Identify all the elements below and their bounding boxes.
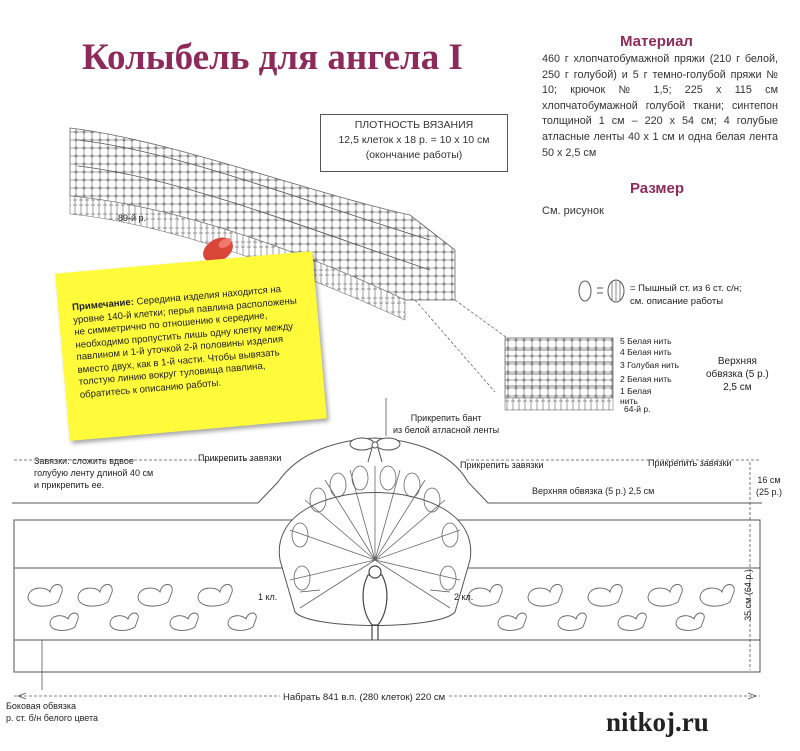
top-edge-label: Верхняя обвязка (5 р.) 2,5 см <box>532 486 655 496</box>
top-border-line-2: обвязка (5 р.) <box>706 369 769 380</box>
top-border-line-1: Верхняя <box>717 356 757 367</box>
ties-note-line-2: голубую ленту длиной 40 см <box>34 468 154 478</box>
watermark: nitkoj.ru <box>606 707 709 737</box>
gauge-value: 12,5 клеток х 18 р. = 10 х 10 см <box>338 134 490 146</box>
ties-note-line-3: и прикрепить ее. <box>34 480 105 490</box>
bow-icon <box>349 437 401 463</box>
bow-line-2: из белой атласной ленты <box>393 425 500 435</box>
legend: = Пышный ст. из 6 ст. с/н; см. описание … <box>630 282 742 308</box>
gauge-title: ПЛОТНОСТЬ ВЯЗАНИЯ <box>354 119 474 131</box>
note-text: Примечание: Середина изделия находится н… <box>72 282 312 402</box>
ties-note-line-1: Завязки: сложить вдвое <box>34 456 134 466</box>
height-16-line-2: (25 р.) <box>756 487 783 497</box>
stripe-label-3: 3 Голубая нить <box>620 360 680 370</box>
height-35-label: 35 см (64 р.) <box>742 569 753 621</box>
cast-on-label: Набрать 841 в.п. (280 клеток) 220 см <box>280 692 449 703</box>
legend-line-1: = Пышный ст. из 6 ст. с/н; <box>630 283 742 294</box>
stripe-label-5: 5 Белая нить <box>620 336 672 346</box>
top-border-label: Верхняя обвязка (5 р.) 2,5 см <box>706 355 769 394</box>
height-16-line-1: 16 см <box>757 475 781 485</box>
material-heading: Материал <box>620 33 693 50</box>
puff-stitch-icon <box>578 279 625 303</box>
page-title: Колыбель для ангела I <box>82 37 463 78</box>
stripe-label-4: 4 Белая нить <box>620 347 672 357</box>
gauge-note: (окончание работы) <box>365 149 463 161</box>
side-edging-label: Боковая обвязка р. ст. б/н белого цвета <box>6 700 98 724</box>
ties-note: Завязки: сложить вдвое голубую ленту дли… <box>34 455 153 491</box>
row-64-label: 64-й р. <box>624 404 651 414</box>
legend-line-2: см. описание работы <box>630 296 724 307</box>
top-border-line-3: 2,5 см <box>723 382 752 393</box>
stripe-label-2: 2 Белая нить <box>620 374 672 384</box>
cell-2-label: 2 кл. <box>454 592 474 602</box>
size-heading: Размер <box>630 180 685 197</box>
cell-1-label: 1 кл. <box>258 592 278 602</box>
stripe-label-1: 1 Белая нить <box>620 386 652 406</box>
ducks-row <box>27 584 735 631</box>
row-89-label: 89-й р. <box>118 213 147 223</box>
ties-label-left: Прикрепить завязки <box>198 453 282 463</box>
bow-line-1: Прикрепить бант <box>410 413 482 423</box>
ties-label-mid: Прикрепить завязки <box>460 460 544 470</box>
side-edging-line-1: Боковая обвязка <box>6 701 76 711</box>
height-16-label: 16 см (25 р.) <box>756 474 782 498</box>
side-edging-line-2: р. ст. б/н белого цвета <box>6 713 99 723</box>
material-text: 460 г хлопчатобумажной пряжи (210 г бело… <box>542 53 778 159</box>
sticky-note: Примечание: Середина изделия находится н… <box>55 251 327 441</box>
bow-label: Прикрепить бант из белой атласной ленты <box>393 412 499 436</box>
size-text: См. рисунок <box>542 205 604 217</box>
gauge-box: ПЛОТНОСТЬ ВЯЗАНИЯ 12,5 клеток х 18 р. = … <box>320 114 508 172</box>
ties-label-right: Прикрепить завязки <box>648 458 732 468</box>
